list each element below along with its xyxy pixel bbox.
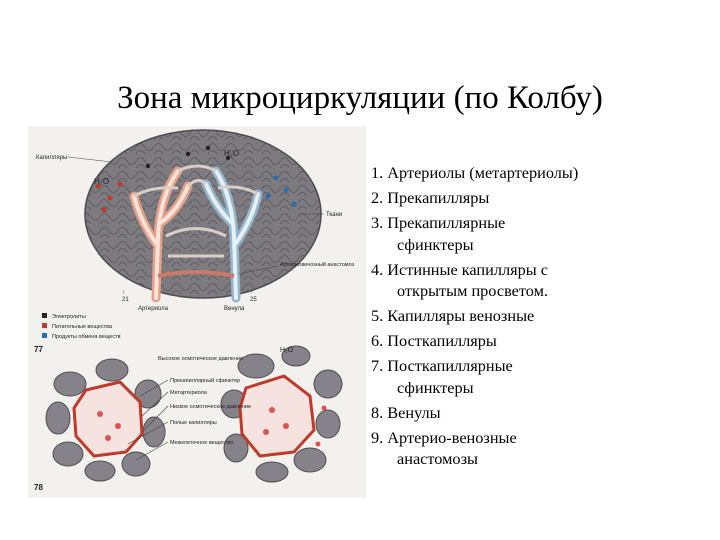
label-low-pressure: Низкое осмотическое давление [170,404,251,410]
legend-item-continuation: анастомозы [397,449,478,468]
legend-item-text: 8. Венулы [371,402,441,422]
legend-item-text: 1. Артериолы (метартериолы) [371,163,579,182]
capillary-network [133,164,259,258]
microcirculation-figure: Капилляры H₂O H₂O Ткани Артериовенозный … [28,126,366,498]
legend-electrolytes: Электролиты [52,314,86,320]
legend-item-continuation: сфинктеры [397,234,474,254]
label-av-anastomosis: Артериовенозный анастомоз [280,261,355,268]
label-metarteriole: Метартериола [170,390,208,396]
label-intercellular: Межклеточное вещество [170,440,233,446]
cell-ring-right [220,345,343,483]
legend-item-text: 4. Истинные капилляры с [371,259,548,279]
legend-list: 1. Артериолы (метартериолы) 2. Прекапилля… [371,162,711,473]
label-venule: Венула [224,306,245,312]
cell-ring-left [45,358,166,482]
legend-item: 1. Артериолы (метартериолы) [371,162,711,184]
figure-illustration: Капилляры H₂O H₂O Ткани Артериовенозный … [34,129,355,492]
label-tissue: Ткани [326,212,342,218]
legend-item: 4. Истинные капилляры с открытым просвето… [371,259,711,302]
label-high-pressure: Высокое осмотическое давление [158,356,243,362]
label-sphincter: Прекапиллярный сфинктер [170,377,240,384]
legend-item-text: 5. Капилляры венозные [371,306,535,325]
legend-item: 5. Капилляры венозные [371,305,711,327]
figure-78: Высокое осмотическое давление H₂O Прекап… [34,345,343,492]
leader-lines [127,379,169,461]
legend-item-text: 3. Прекапиллярные [371,213,506,232]
label-h2o-78: H₂O [280,347,294,354]
mark-left: ↑21 [122,290,129,303]
legend-item: 8. Венулы [371,402,711,424]
figure-number-77: 77 [34,345,43,354]
legend-item-text: 2. Прекапилляры [371,188,490,207]
legend-nutrients: Питательные вещества [52,324,113,330]
particles [95,145,297,213]
legend-item: 2. Прекапилляры [371,187,711,209]
legend-item-text: 7. Посткапиллярные [371,356,513,375]
legend-item: 6. Посткапилляры [371,330,711,352]
legend-item-text: 6. Посткапилляры [371,331,497,350]
legend-item: 7. Посткапиллярные сфинктеры [371,355,711,398]
av-anastomosis-vessel [157,270,235,278]
mark-right: ↑25 [250,290,257,303]
figure-77: Капилляры H₂O H₂O Ткани Артериовенозный … [34,129,355,354]
legend-item-text: 9. Артерио-венозные [371,427,517,447]
figure-legend: Электролиты Питательные вещества Продукт… [42,313,121,340]
slide-title: Зона микроциркуляции (по Колбу) [117,80,603,116]
label-h2o-left: H₂O [94,177,109,186]
legend-metabolites: Продукты обмена веществ [52,334,121,340]
legend-item: 3. Прекапиллярные сфинктеры [371,212,711,255]
capillary-walls [72,374,316,458]
legend-item-continuation: сфинктеры [397,377,474,397]
label-hollow-capillaries: Полые капилляры [170,420,217,426]
legend-item: 9. Артерио-венозные анастомозы [371,427,711,470]
red-particles [97,405,327,447]
legend-item-continuation: открытым просветом. [397,281,549,300]
label-capillaries: Капилляры [36,155,67,161]
label-arteriole: Артериола [138,306,169,312]
figure-number-78: 78 [34,483,43,492]
label-h2o-right: H₂O [224,149,239,158]
